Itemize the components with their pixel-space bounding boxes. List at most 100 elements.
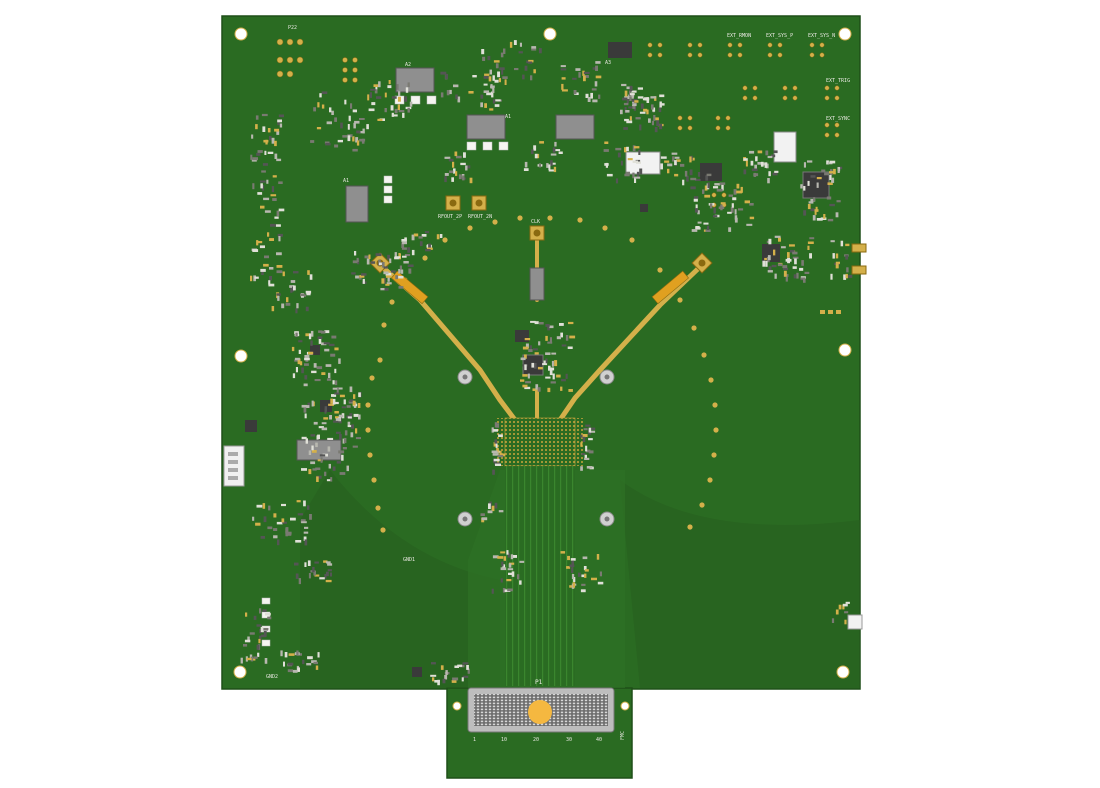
smd-component xyxy=(522,346,529,350)
smd-component xyxy=(588,450,594,454)
smd-component xyxy=(240,657,243,664)
smd-component xyxy=(346,465,349,472)
smd-component xyxy=(457,664,463,667)
smd-component xyxy=(337,387,343,390)
smd-component xyxy=(264,210,271,213)
smd-component xyxy=(632,103,637,107)
smd-component xyxy=(304,363,309,366)
smd-component xyxy=(404,96,408,102)
smd-component xyxy=(518,51,523,54)
smd-component xyxy=(355,137,359,143)
smd-component xyxy=(569,335,576,339)
smd-component xyxy=(530,320,536,323)
smd-component xyxy=(488,76,492,82)
bga-area-left-strip xyxy=(495,418,503,466)
smd-component xyxy=(582,436,586,442)
smd-component xyxy=(604,163,609,166)
smd-component xyxy=(581,453,586,456)
smd-component xyxy=(569,564,575,568)
smb-connector-cluster xyxy=(647,42,840,208)
smd-component xyxy=(832,253,835,259)
smd-component xyxy=(592,99,598,103)
smd-component xyxy=(256,152,261,156)
smd-component xyxy=(299,361,303,366)
smd-component xyxy=(528,59,534,63)
smd-component xyxy=(295,332,298,337)
smd-component xyxy=(453,168,456,174)
smd-component xyxy=(713,207,716,214)
smd-component xyxy=(326,378,332,381)
smd-component xyxy=(765,150,769,156)
smd-component xyxy=(307,560,311,566)
smd-component xyxy=(705,175,709,181)
smd-component xyxy=(583,71,590,74)
smd-component xyxy=(334,347,339,351)
smd-component xyxy=(538,341,541,346)
smd-component xyxy=(264,150,267,155)
smd-component xyxy=(654,127,658,133)
smd-component xyxy=(646,109,649,115)
smd-component xyxy=(743,158,748,161)
smd-component xyxy=(298,340,303,343)
smd-component xyxy=(300,519,306,522)
smd-component xyxy=(452,677,459,681)
smd-component xyxy=(498,434,503,437)
smd-component xyxy=(792,256,799,259)
smd-component xyxy=(282,521,287,524)
smd-component xyxy=(659,123,663,130)
smd-component xyxy=(465,165,471,169)
smd-component xyxy=(572,77,577,80)
smd-component xyxy=(366,258,370,265)
smd-component xyxy=(550,160,553,166)
smd-component xyxy=(430,674,437,677)
smd-component xyxy=(767,155,773,159)
smd-component xyxy=(276,252,282,256)
smd-component xyxy=(397,96,401,102)
smd-component xyxy=(449,170,454,174)
smd-component xyxy=(323,342,330,345)
smd-component xyxy=(267,232,270,237)
smd-component xyxy=(810,208,815,212)
smd-component xyxy=(381,262,385,268)
smd-component xyxy=(425,249,431,252)
smd-component xyxy=(328,372,331,379)
smd-component xyxy=(845,255,849,260)
smd-component xyxy=(295,308,298,314)
smd-component xyxy=(510,554,514,560)
smd-component xyxy=(384,287,389,291)
smd-component xyxy=(690,186,696,190)
smd-component xyxy=(830,273,833,280)
smd-component xyxy=(252,157,258,161)
smd-component xyxy=(321,104,325,109)
smd-component xyxy=(664,160,670,163)
smd-component xyxy=(810,199,816,202)
smd-component xyxy=(580,589,586,593)
smd-component xyxy=(316,366,323,370)
smd-component xyxy=(331,394,337,397)
smd-component xyxy=(489,108,494,111)
smd-component xyxy=(481,49,485,55)
smd-component xyxy=(713,215,718,218)
smd-component xyxy=(519,580,522,585)
smd-component xyxy=(560,551,566,554)
smd-component xyxy=(583,75,589,78)
smd-component xyxy=(379,262,384,266)
smd-component xyxy=(285,527,289,533)
smd-component xyxy=(411,249,415,256)
smd-component xyxy=(347,135,351,142)
smd-component xyxy=(432,677,435,682)
smd-component xyxy=(583,428,588,431)
smd-component xyxy=(250,275,253,282)
smd-component xyxy=(560,386,563,391)
smd-component xyxy=(388,80,391,85)
smd-component xyxy=(251,658,256,661)
smd-component xyxy=(307,656,313,660)
smd-component xyxy=(291,346,295,352)
smd-component xyxy=(549,367,555,371)
smd-component xyxy=(278,114,284,118)
smd-component xyxy=(262,126,266,132)
smd-component xyxy=(357,403,361,408)
smd-component xyxy=(398,91,401,97)
smd-component xyxy=(386,282,392,285)
smd-component xyxy=(311,445,314,451)
